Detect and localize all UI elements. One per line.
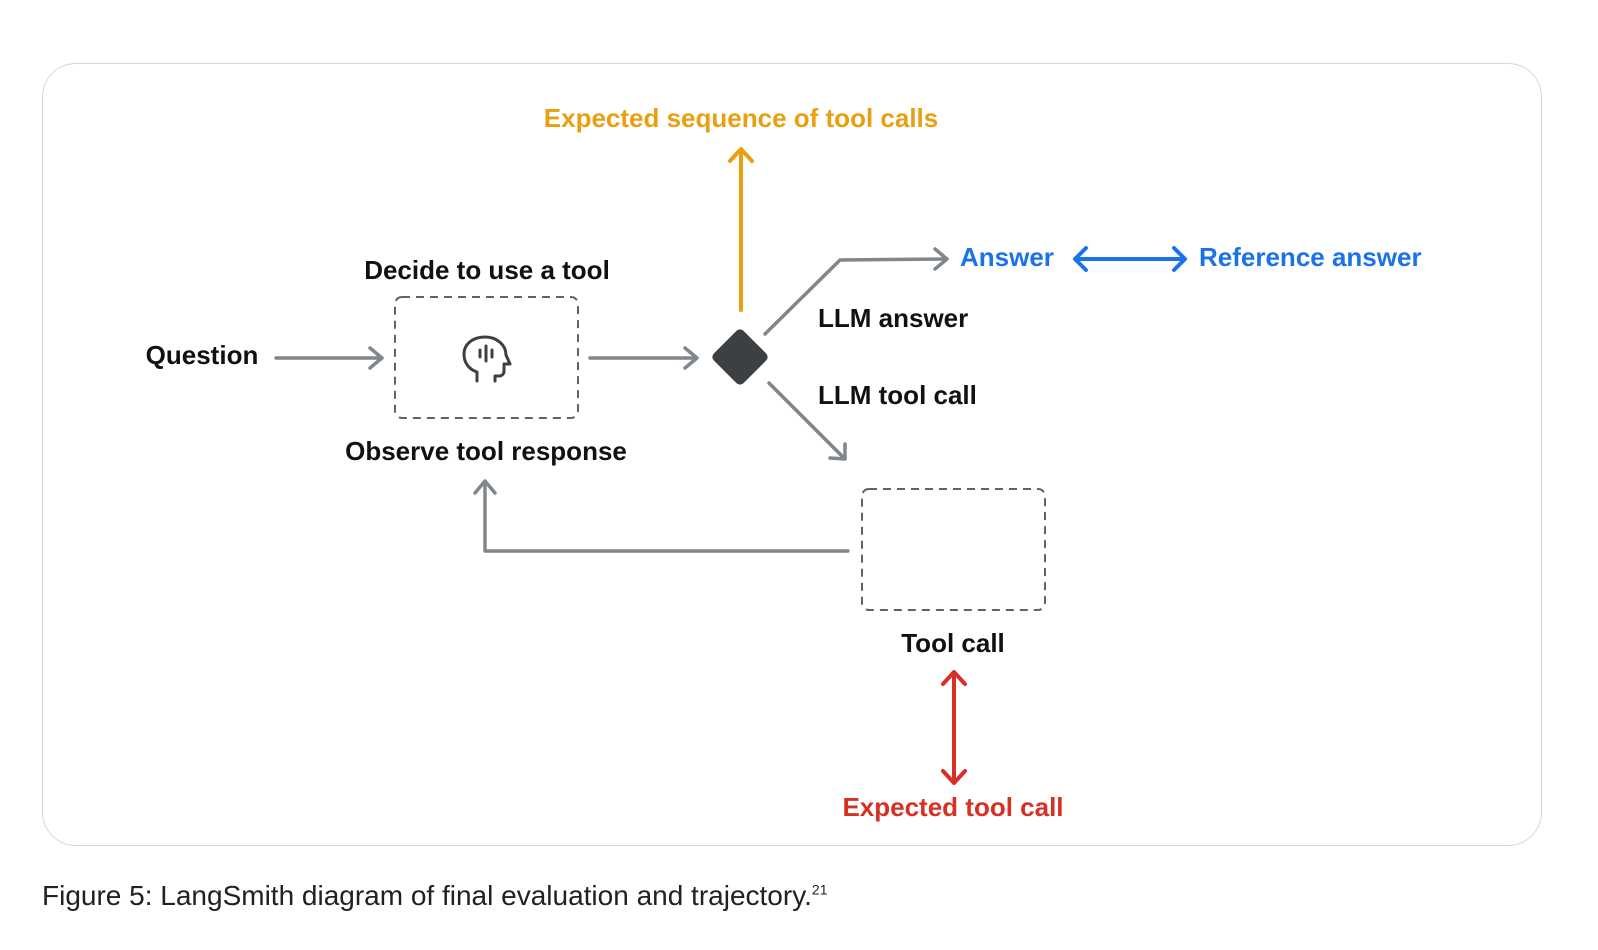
- llm-answer-label: LLM answer: [818, 303, 968, 333]
- answer-label: Answer: [960, 242, 1054, 272]
- expected-tool-call-arrow: [941, 670, 967, 785]
- head-brain-icon: [462, 335, 512, 383]
- reference-answer-label: Reference answer: [1199, 242, 1422, 272]
- diagram-frame: [42, 63, 1542, 846]
- question-label: Question: [146, 340, 259, 370]
- tool-call-box: [861, 488, 1046, 611]
- llm-tool-call-arrow: [767, 381, 847, 461]
- expected-sequence-arrow: [728, 147, 754, 312]
- decision-diamond: [712, 329, 768, 385]
- llm-answer-arrow: [763, 247, 949, 336]
- footnote-marker: 21: [811, 881, 828, 898]
- tool-call-label: Tool call: [901, 628, 1005, 658]
- box-to-decision-arrow: [588, 346, 699, 370]
- observe-label: Observe tool response: [345, 436, 627, 466]
- question-arrow: [274, 346, 384, 370]
- caption-text: Figure 5: LangSmith diagram of final eva…: [42, 880, 812, 911]
- figure-caption: Figure 5: LangSmith diagram of final eva…: [42, 880, 827, 912]
- decide-label: Decide to use a tool: [364, 255, 610, 285]
- llm-tool-call-label: LLM tool call: [818, 380, 977, 410]
- expected-sequence-label: Expected sequence of tool calls: [544, 103, 938, 133]
- expected-tool-call-label: Expected tool call: [842, 792, 1063, 822]
- tool-response-arrow: [473, 479, 850, 553]
- answer-reference-arrow: [1073, 246, 1187, 272]
- flow-diagram: Expected sequence of tool calls Decide t…: [146, 103, 1422, 822]
